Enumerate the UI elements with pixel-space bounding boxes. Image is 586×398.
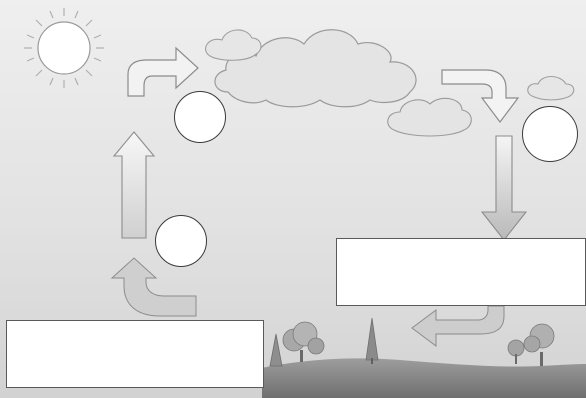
trees xyxy=(270,318,554,366)
blank-circle-top-right[interactable] xyxy=(522,106,578,162)
ground-hills xyxy=(262,358,586,398)
rising-arrow xyxy=(114,132,154,238)
medium-cloud-right xyxy=(388,98,472,136)
precipitation-arrow xyxy=(482,136,526,240)
evaporation-curved-arrow xyxy=(128,48,198,96)
runoff-curved-arrow xyxy=(412,306,504,346)
blank-box-bottom-left[interactable] xyxy=(6,320,264,388)
blank-circle-top-left[interactable] xyxy=(174,91,226,143)
small-cloud-left xyxy=(206,30,261,60)
blank-box-right[interactable] xyxy=(336,238,586,306)
blank-circle-lower-left[interactable] xyxy=(155,215,207,267)
sun-icon xyxy=(24,8,104,88)
tiny-cloud xyxy=(528,77,574,100)
